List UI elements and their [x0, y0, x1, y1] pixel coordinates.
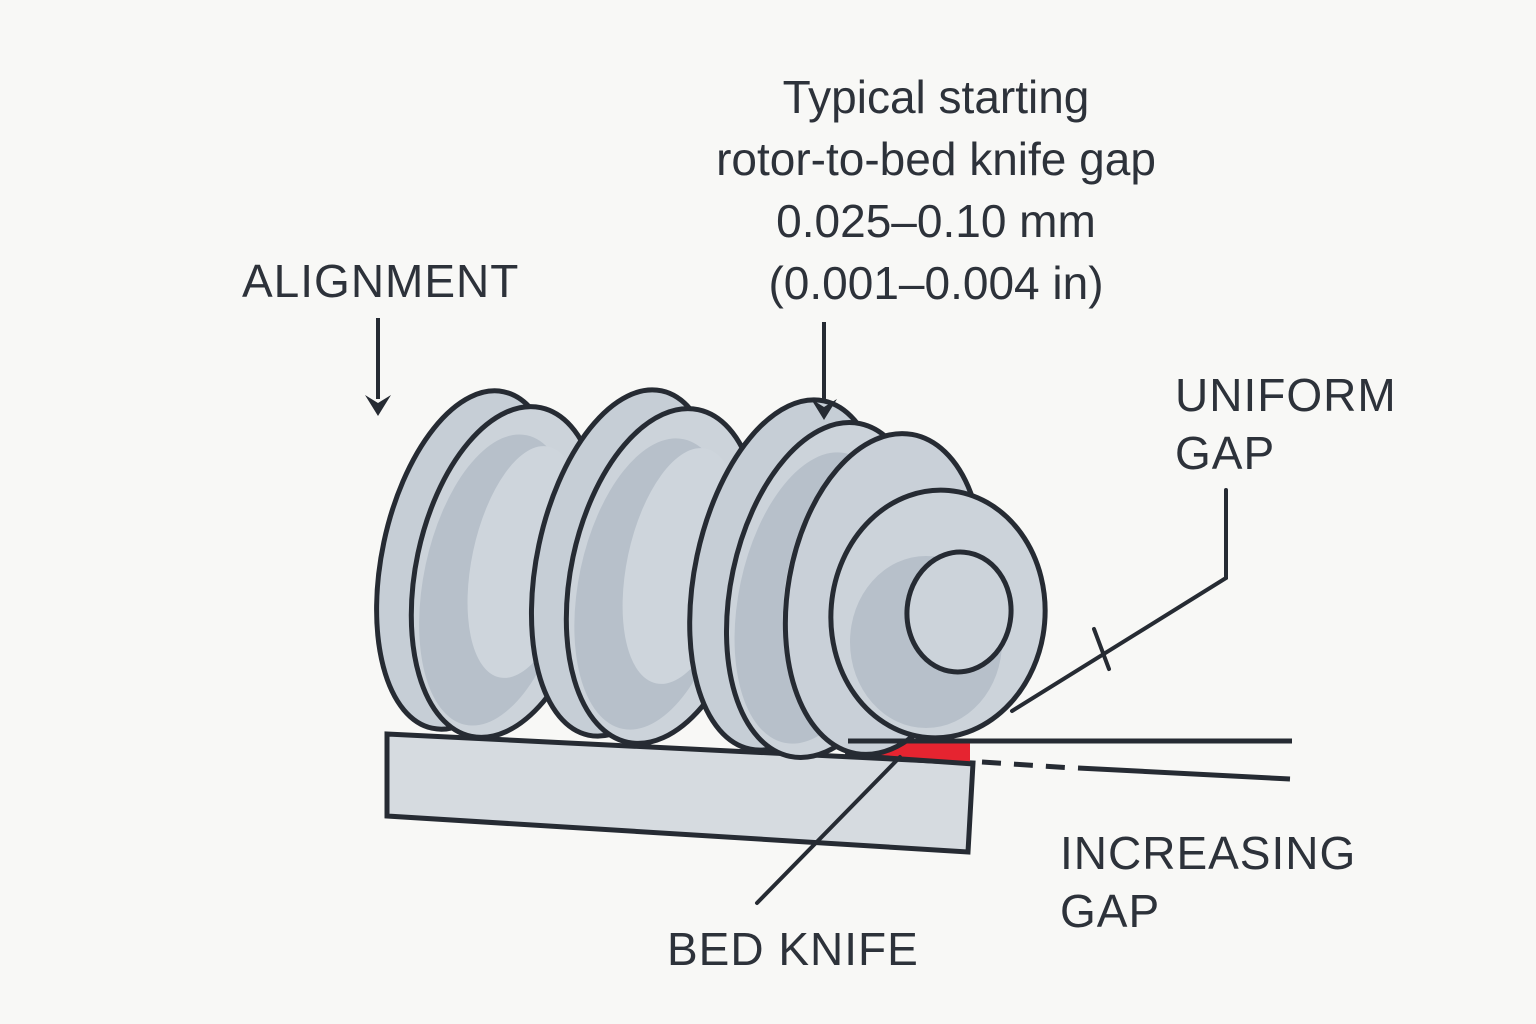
alignment-label: ALIGNMENT — [242, 255, 520, 307]
increasing-gap-line — [1077, 765, 1291, 782]
alignment-arrow — [365, 318, 391, 416]
uniform-gap-tick — [1092, 627, 1111, 671]
increasing-gap-label: INCREASING GAP — [1060, 827, 1357, 937]
rotor — [374, 387, 1048, 760]
gap-note-line-3: 0.025–0.10 mm — [776, 195, 1096, 247]
gap-note-line-4: (0.001–0.004 in) — [768, 257, 1104, 309]
rotor-bore — [904, 549, 1014, 675]
gap-note-line-1: Typical starting — [782, 71, 1090, 123]
gap-note-arrow — [811, 322, 837, 420]
gap-note-label: Typical starting rotor-to-bed knife gap … — [636, 66, 1236, 314]
bed-knife-leader — [755, 755, 902, 905]
bed-knife-label: BED KNIFE — [667, 923, 919, 975]
uniform-gap-leader — [1010, 488, 1228, 713]
gap-note-line-2: rotor-to-bed knife gap — [716, 133, 1156, 185]
increasing-gap-dashed-line — [981, 759, 1073, 771]
uniform-gap-label: UNIFORM GAP — [1175, 369, 1397, 479]
